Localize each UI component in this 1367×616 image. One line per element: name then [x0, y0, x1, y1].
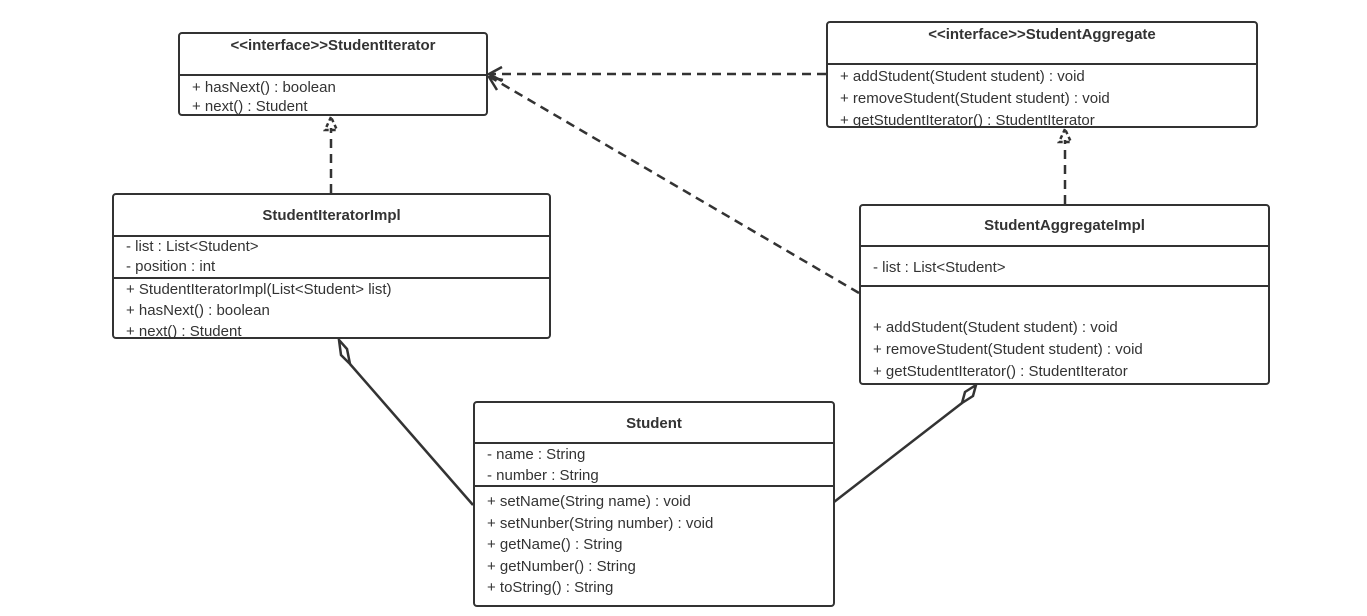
method: + next() : Student	[126, 323, 242, 337]
class-name: StudentAggregateImpl	[861, 206, 1268, 247]
method: + hasNext() : boolean	[126, 302, 270, 319]
class-name: StudentIteratorImpl	[114, 195, 549, 237]
method: + getStudentIterator() : StudentIterator	[840, 112, 1095, 126]
aggregation-iteratorimpl-student	[349, 363, 474, 506]
methods-section: + setName(String name) : void + setNunbe…	[475, 485, 833, 605]
class-student-iterator-impl[interactable]: StudentIteratorImpl - list : List<Studen…	[112, 193, 551, 339]
attributes-section: - name : String - number : String	[475, 444, 833, 485]
method: + StudentIteratorImpl(List<Student> list…	[126, 281, 392, 298]
attribute: - list : List<Student>	[873, 259, 1006, 276]
attribute: - number : String	[487, 467, 599, 484]
method: + hasNext() : boolean	[192, 79, 336, 96]
realization-triangle-icon	[1057, 126, 1073, 144]
class-student-iterator[interactable]: <<interface>>StudentIterator + hasNext()…	[178, 32, 488, 116]
methods-section: + hasNext() : boolean + next() : Student	[180, 76, 486, 114]
methods-section: + addStudent(Student student) : void + r…	[861, 285, 1268, 383]
realization-triangle-icon	[323, 114, 339, 132]
method: + removeStudent(Student student) : void	[873, 341, 1143, 358]
method: + next() : Student	[192, 98, 308, 114]
method: + addStudent(Student student) : void	[840, 68, 1085, 85]
method: + removeStudent(Student student) : void	[840, 90, 1110, 107]
method: + setName(String name) : void	[487, 493, 691, 510]
attribute: - name : String	[487, 446, 586, 463]
attributes-section: - list : List<Student> - position : int	[114, 237, 549, 277]
aggregation-aggregateimpl-student	[833, 402, 963, 503]
class-student-aggregate[interactable]: <<interface>>StudentAggregate + addStude…	[826, 21, 1258, 128]
method: + getStudentIterator() : StudentIterator	[873, 363, 1128, 380]
methods-section: + addStudent(Student student) : void + r…	[828, 65, 1256, 126]
method: + addStudent(Student student) : void	[873, 319, 1118, 336]
class-name: Student	[475, 403, 833, 444]
attribute: - list : List<Student>	[126, 238, 259, 255]
attribute: - position : int	[126, 258, 216, 275]
arrowhead-icon	[486, 75, 504, 91]
method: + getName() : String	[487, 536, 623, 553]
method: + getNumber() : String	[487, 557, 636, 575]
method: + setNunber(String number) : void	[487, 514, 714, 532]
aggregation-diamond-icon	[959, 382, 979, 406]
class-student[interactable]: Student - name : String - number : Strin…	[473, 401, 835, 607]
dependency-aggregateimpl-to-iterator	[489, 75, 860, 295]
methods-section: + StudentIteratorImpl(List<Student> list…	[114, 277, 549, 337]
class-student-aggregate-impl[interactable]: StudentAggregateImpl - list : List<Stude…	[859, 204, 1270, 385]
class-name: <<interface>>StudentAggregate	[828, 23, 1256, 65]
method: + toString() : String	[487, 579, 614, 596]
class-name: <<interface>>StudentIterator	[180, 34, 486, 76]
aggregation-diamond-icon	[337, 336, 353, 368]
attributes-section: - list : List<Student>	[861, 247, 1268, 285]
